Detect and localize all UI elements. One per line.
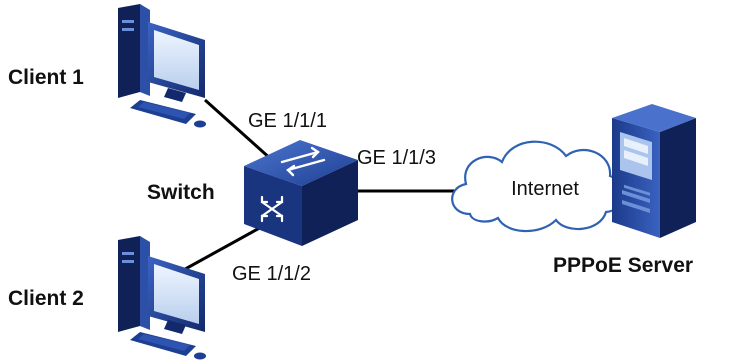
client2-label: Client 2 bbox=[8, 287, 84, 310]
switch-icon bbox=[244, 140, 358, 246]
link-client2-switch bbox=[177, 223, 266, 275]
switch-label: Switch bbox=[147, 181, 215, 204]
client1-computer-icon bbox=[118, 4, 206, 128]
internet-label: Internet bbox=[511, 178, 579, 200]
cloud-icon: Internet bbox=[451, 140, 625, 233]
link-client1-switch bbox=[203, 98, 274, 162]
server-label: PPPoE Server bbox=[553, 254, 693, 277]
client2-computer-icon bbox=[118, 236, 206, 360]
port-ge-1-1-2-label: GE 1/1/2 bbox=[232, 263, 311, 285]
port-ge-1-1-3-label: GE 1/1/3 bbox=[357, 147, 436, 169]
server-icon bbox=[612, 104, 696, 238]
port-ge-1-1-1-label: GE 1/1/1 bbox=[248, 110, 327, 132]
client1-label: Client 1 bbox=[8, 66, 84, 89]
